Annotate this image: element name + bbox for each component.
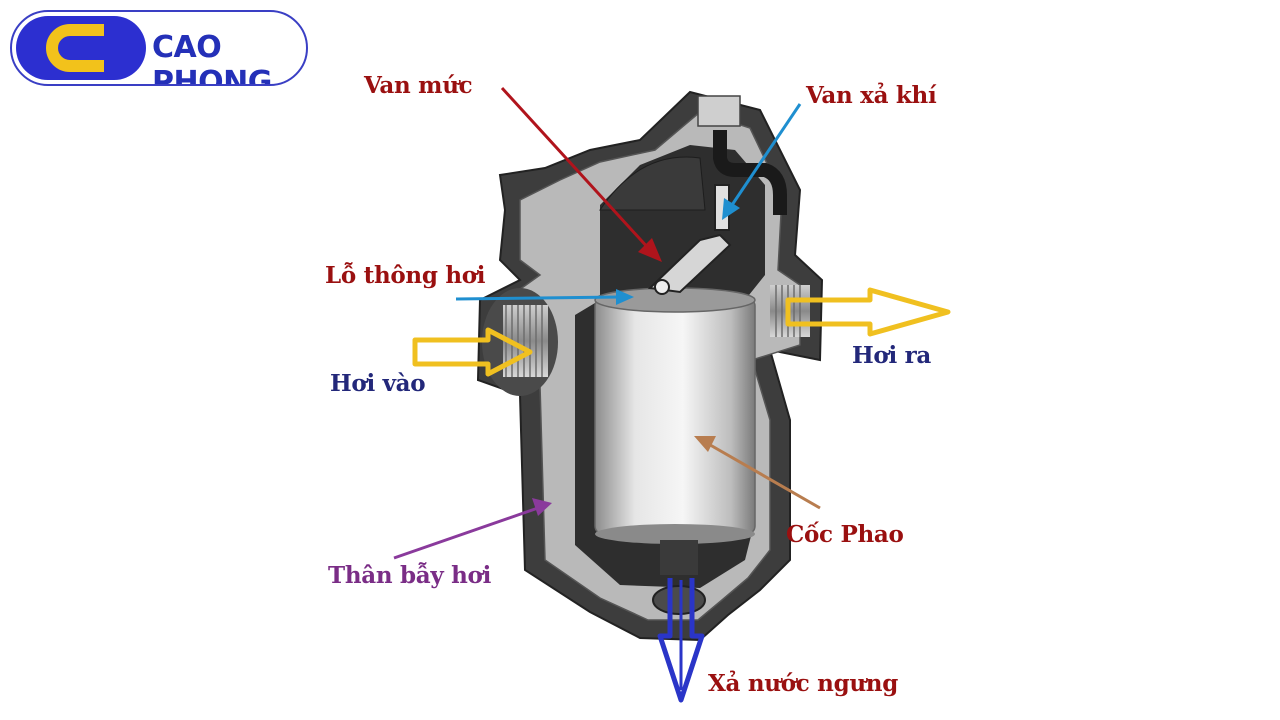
brand-logo: CAO PHONG [10,10,308,86]
logo-c-icon [45,24,104,72]
vent-pipe [713,130,787,215]
arrow-van-xa-khi [722,103,802,220]
arrow-hoi-vao [412,327,533,377]
label-van-muc: Van mức [364,72,473,99]
label-hoi-vao: Hơi vào [330,370,426,397]
logo-badge [16,16,146,80]
label-hoi-ra: Hơi ra [852,342,932,369]
arrow-than-bay-hoi [393,498,552,560]
lever-mechanism [647,184,732,295]
label-coc-phao: Cốc Phao [786,521,904,548]
label-xa-nuoc-ngung: Xả nước ngưng [708,670,898,697]
arrow-xa-nuoc-ngung [657,578,705,703]
label-than-bay-hoi: Thân bẫy hơi [328,562,492,589]
vent-cap [697,95,741,127]
brand-name: CAO PHONG [152,30,272,86]
float-cup [594,287,756,544]
arrow-hoi-ra [785,287,951,337]
arrow-van-muc [500,86,662,262]
label-van-xa-khi: Van xả khí [806,82,937,109]
arrow-lo-thong-hoi [455,289,634,305]
arrow-coc-phao [694,436,821,510]
label-lo-thong-hoi: Lỗ thông hơi [325,262,486,289]
